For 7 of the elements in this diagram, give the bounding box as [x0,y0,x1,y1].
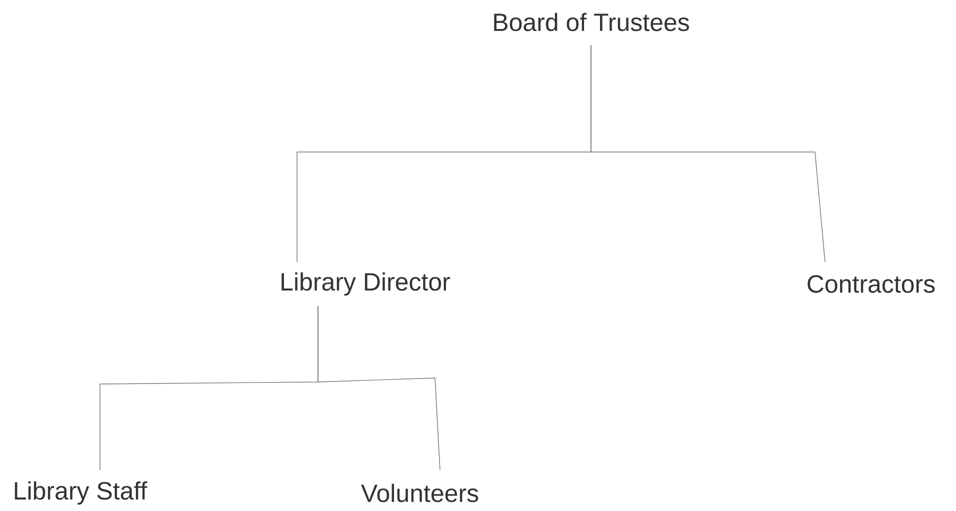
org-label: Volunteers [361,484,478,502]
connector-line [318,306,440,470]
org-label: Library Director [282,272,450,296]
connector-line [590,44,826,262]
org-label: Contractors [808,275,935,293]
org-label: Library Staff [14,481,148,505]
org-label: Board of Trustees [494,12,689,32]
